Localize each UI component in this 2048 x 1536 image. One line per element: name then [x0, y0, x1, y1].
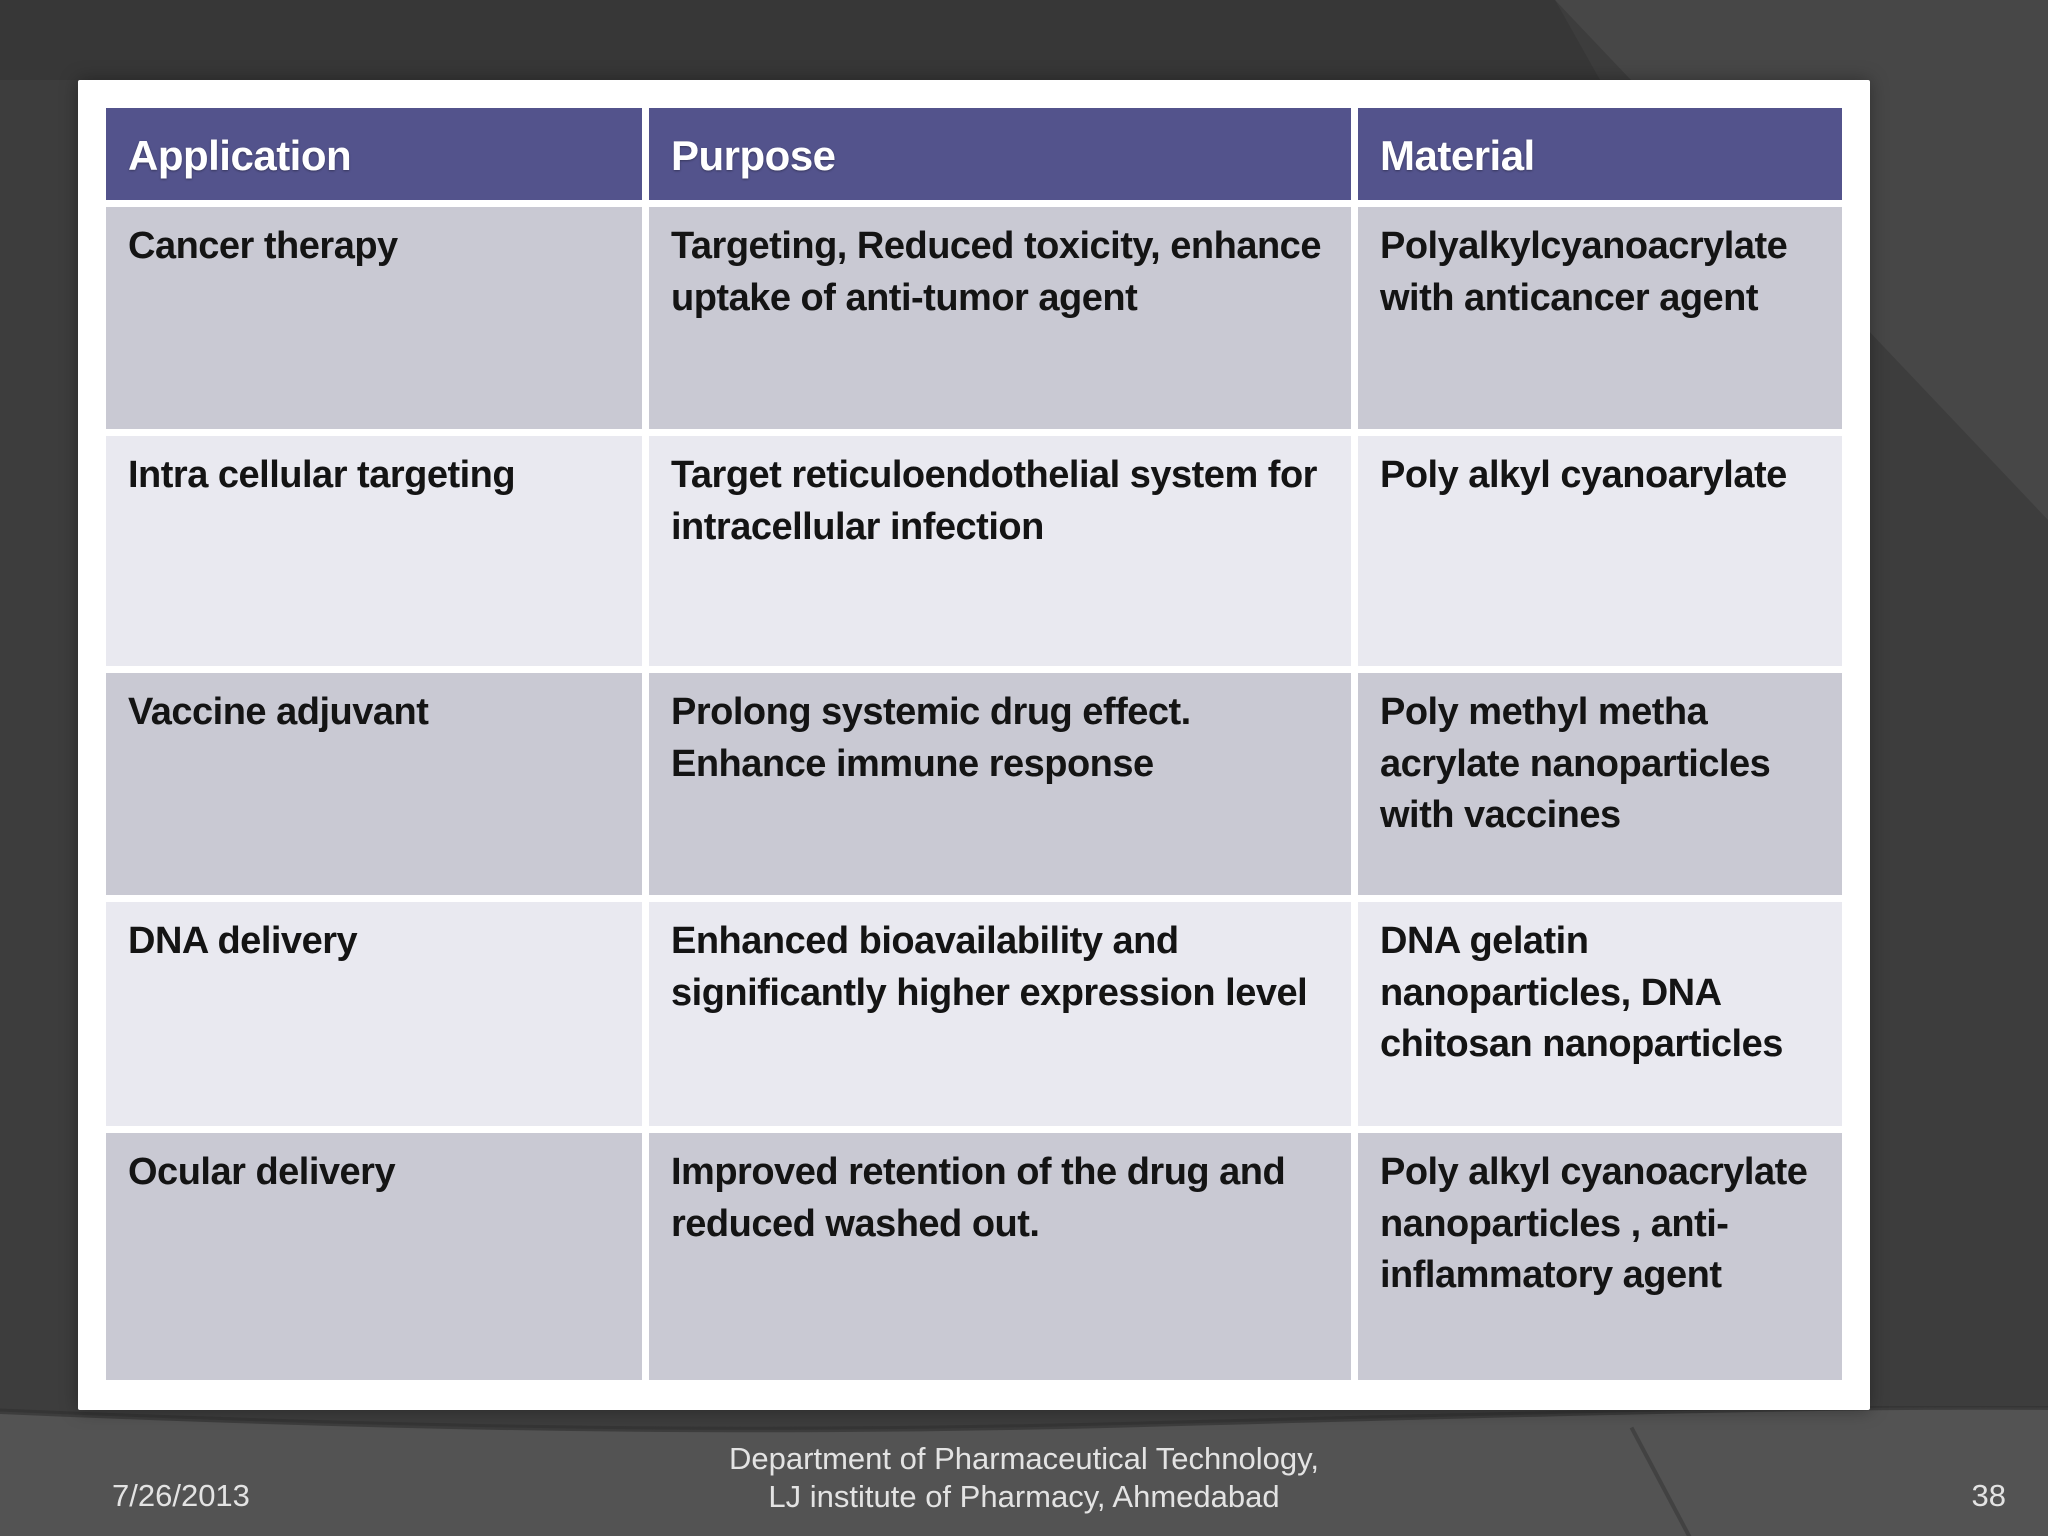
table-cell-purpose: Targeting, Reduced toxicity, enhance upt… — [649, 207, 1351, 429]
table-cell-material: Poly methyl metha acrylate nanoparticles… — [1358, 673, 1842, 895]
table-cell-material: Poly alkyl cyanoacrylate nanoparticles ,… — [1358, 1133, 1842, 1380]
table-cell-purpose: Improved retention of the drug and reduc… — [649, 1133, 1351, 1380]
footer-institution: Department of Pharmaceutical Technology,… — [0, 1440, 2048, 1516]
table-cell-application: Ocular delivery — [106, 1133, 642, 1380]
table-cell-purpose: Prolong systemic drug effect. Enhance im… — [649, 673, 1351, 895]
slide-content-area: Application Purpose Material Cancer ther… — [78, 80, 1870, 1410]
table-cell-material: DNA gelatin nanoparticles, DNA chitosan … — [1358, 902, 1842, 1126]
table-cell-application: Vaccine adjuvant — [106, 673, 642, 895]
table-cell-application: Cancer therapy — [106, 207, 642, 429]
table-cell-application: Intra cellular targeting — [106, 436, 642, 666]
footer-date: 7/26/2013 — [112, 1478, 250, 1513]
background-top-shade — [0, 0, 1600, 80]
table-header-material: Material — [1358, 108, 1842, 200]
applications-table: Application Purpose Material Cancer ther… — [106, 108, 1842, 1380]
footer-institution-line1: Department of Pharmaceutical Technology, — [729, 1441, 1319, 1476]
table-cell-application: DNA delivery — [106, 902, 642, 1126]
table-header-application: Application — [106, 108, 642, 200]
table-cell-material: Poly alkyl cyanoarylate — [1358, 436, 1842, 666]
footer-institution-line2: LJ institute of Pharmacy, Ahmedabad — [768, 1478, 1280, 1514]
table-header-purpose: Purpose — [649, 108, 1351, 200]
table-cell-purpose: Enhanced bioavailability and significant… — [649, 902, 1351, 1126]
table-cell-material: Polyalkylcyanoacrylate with anticancer a… — [1358, 207, 1842, 429]
slide-number: 38 — [1971, 1478, 2006, 1513]
table-cell-purpose: Target reticuloendothelial system for in… — [649, 436, 1351, 666]
